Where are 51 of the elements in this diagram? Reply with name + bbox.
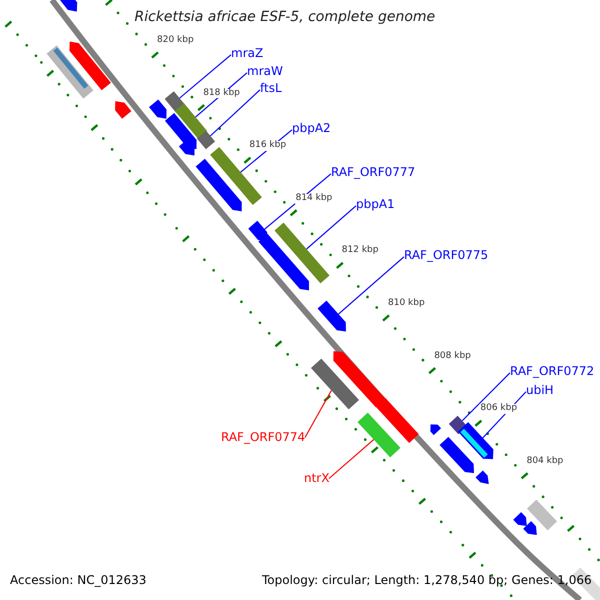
gene-bar [115,101,132,119]
gene-bar [430,424,442,436]
gene-bar [46,45,94,99]
gene-name-label: ftsL [260,82,282,96]
gene-bar [318,300,346,332]
gene-name-label: RAF_ORF0777 [331,166,416,180]
gene-bar [333,351,386,408]
gene-bar [58,0,78,12]
position-label: 808 kbp [433,352,472,362]
position-label: 810 kbp [387,299,426,309]
position-label: 816 kbp [248,141,288,152]
gene-name-label: RAF_ORF0775 [404,249,488,262]
position-label: 812 kbp [340,246,380,256]
gene-bar [523,521,537,536]
position-label: 820 kbp [156,36,195,46]
leader-line [304,390,332,438]
gene-name-label: mraW [247,65,283,78]
gene-bar [196,130,216,150]
leader-line [179,54,232,99]
gene-name-label: ubiH [526,384,554,398]
gene-bar [258,234,310,290]
gene-bar [526,500,558,530]
gene-name-label: RAF_ORF0772 [510,365,594,378]
leader-line [462,372,510,422]
gene-bar [376,397,419,443]
genome-summary-text: Topology: circular; Length: 1,278,540 bp; Genes: 1,066 [262,574,592,588]
leader-line [328,439,374,479]
position-label: 814 kbp [294,194,334,204]
gene-bar [196,158,242,212]
gene-bar [69,42,111,90]
gene-name-label: mraZ [231,47,264,60]
gene-bar [310,358,360,410]
gene-bar [358,412,400,458]
gene-bar [274,222,330,284]
gene-bar [476,470,489,484]
gene-bar [210,146,262,206]
accession-text: Accession: NC_012633 [10,574,146,588]
map-title: Rickettsia africae ESF-5, complete genome [134,10,436,26]
gene-name-label: pbpA1 [356,198,395,212]
gene-bar [174,103,208,139]
gene-name-label: RAF_ORF0774 [221,431,306,444]
gene-bar [440,436,474,474]
leader-line [210,89,260,136]
gene-bar [149,99,167,119]
position-label: 804 kbp [526,456,564,467]
position-label: 818 kbp [202,88,241,98]
gene-name-label: pbpA2 [292,122,331,136]
gene-name-label: ntrX [304,472,330,486]
leader-line [306,205,356,250]
leader-line [338,256,404,314]
position-label: 806 kbp [479,404,518,414]
